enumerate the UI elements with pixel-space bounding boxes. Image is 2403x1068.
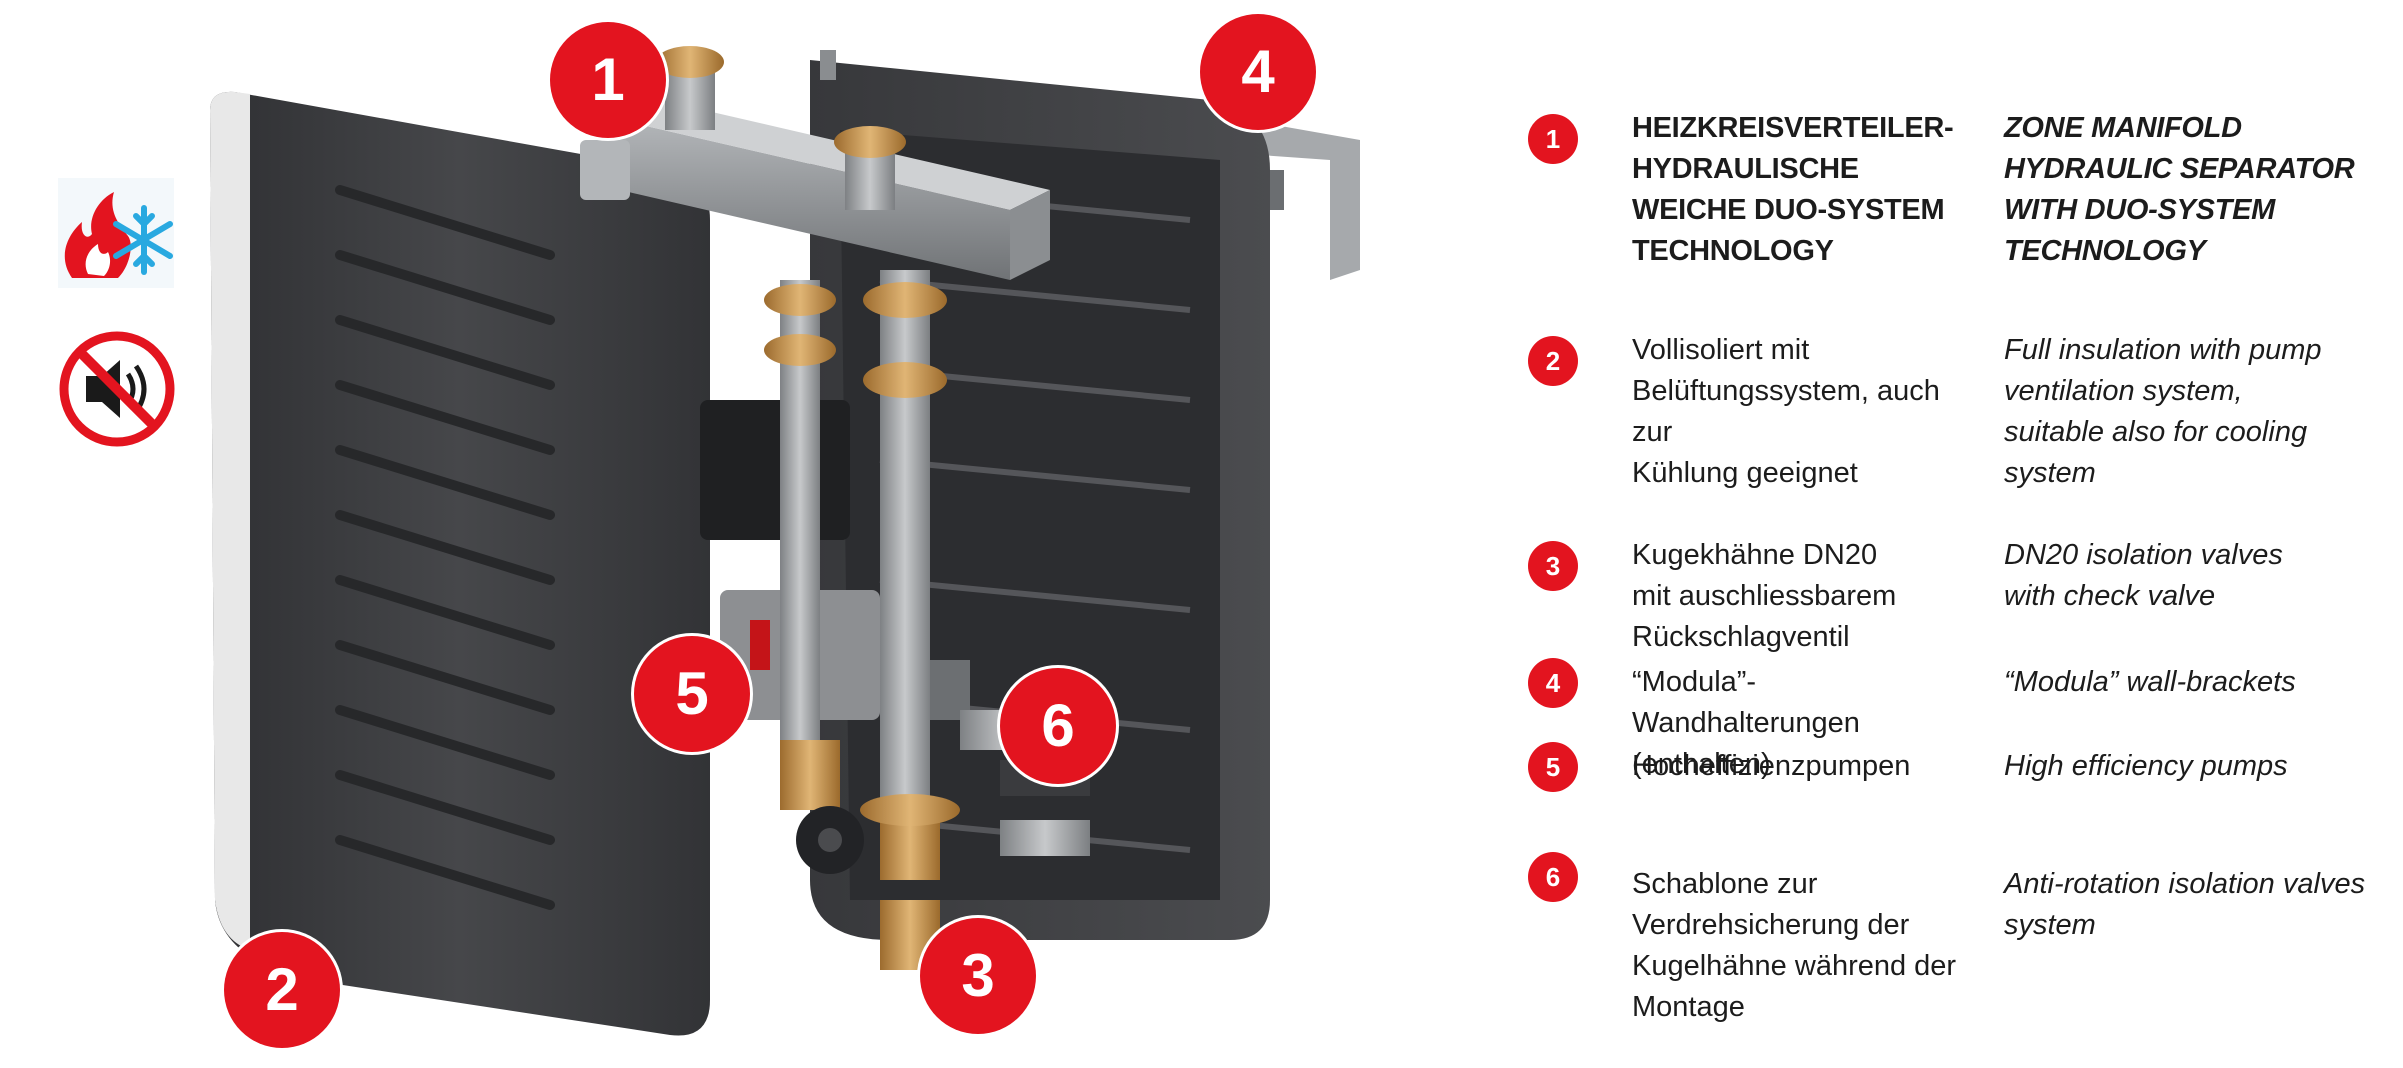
marker-4: 4 bbox=[1200, 14, 1316, 130]
marker-3: 3 bbox=[920, 918, 1036, 1034]
product-image bbox=[210, 46, 1360, 1036]
spec-item-6: 6 Schablone zur Verdrehsicherung der Kug… bbox=[1528, 852, 2388, 1034]
spec-number: 2 bbox=[1528, 336, 1578, 386]
marker-1: 1 bbox=[550, 22, 666, 138]
spec-item-3: 3 Kugekhähne DN20 mit auschliessbarem Rü… bbox=[1528, 535, 2388, 660]
spec-number: 5 bbox=[1528, 742, 1578, 792]
spec-text-de: Vollisoliert mit Belüftungssystem, auch … bbox=[1632, 334, 1940, 489]
spec-number: 1 bbox=[1528, 114, 1578, 164]
spec-text-de: HEIZKREISVERTEILER- HYDRAULISCHE WEICHE … bbox=[1632, 112, 1954, 267]
flame-snowflake-icon bbox=[58, 178, 174, 288]
marker-6: 6 bbox=[1000, 668, 1116, 784]
top-fittings bbox=[656, 46, 906, 210]
spec-item-4: 4 “Modula”-Wandhalterungen (enthalten) “… bbox=[1528, 658, 2388, 780]
spec-item-5: 5 Hocheffizienzpumpen High efficiency pu… bbox=[1528, 742, 2388, 792]
spec-item-1: 1 HEIZKREISVERTEILER- HYDRAULISCHE WEICH… bbox=[1528, 108, 2388, 278]
front-cover bbox=[210, 91, 710, 1036]
spec-text-de: “Modula”-Wandhalterungen (enthalten) bbox=[1632, 666, 1860, 780]
spec-number: 4 bbox=[1528, 658, 1578, 708]
manifold-bar bbox=[580, 100, 1050, 280]
spec-text-en: Anti-rotation isolation valves system bbox=[2004, 868, 2366, 941]
spec-text-en: ZONE MANIFOLD HYDRAULIC SEPARATOR WITH D… bbox=[2004, 112, 2355, 267]
pipes bbox=[764, 270, 960, 970]
spec-text-en: High efficiency pumps bbox=[2004, 750, 2288, 782]
spec-text-de: Kugekhähne DN20 mit auschliessbarem Rück… bbox=[1632, 539, 1897, 653]
spec-text-de: Schablone zur Verdrehsicherung der Kugel… bbox=[1632, 868, 1957, 1023]
spec-number: 3 bbox=[1528, 541, 1578, 591]
marker-5: 5 bbox=[634, 636, 750, 752]
spec-text-en: Full insulation with pump ventilation sy… bbox=[2004, 334, 2322, 489]
marker-2: 2 bbox=[224, 932, 340, 1048]
spec-item-2: 2 Vollisoliert mit Belüftungssystem, auc… bbox=[1528, 330, 2388, 500]
spec-text-en: “Modula” wall-brackets bbox=[2004, 666, 2296, 698]
spec-text-en: DN20 isolation valves with check valve bbox=[2004, 539, 2283, 612]
muted-speaker-icon bbox=[59, 331, 175, 447]
spec-number: 6 bbox=[1528, 852, 1578, 902]
spec-text-de: Hocheffizienzpumpen bbox=[1632, 750, 1911, 782]
valve-handle bbox=[796, 806, 864, 874]
